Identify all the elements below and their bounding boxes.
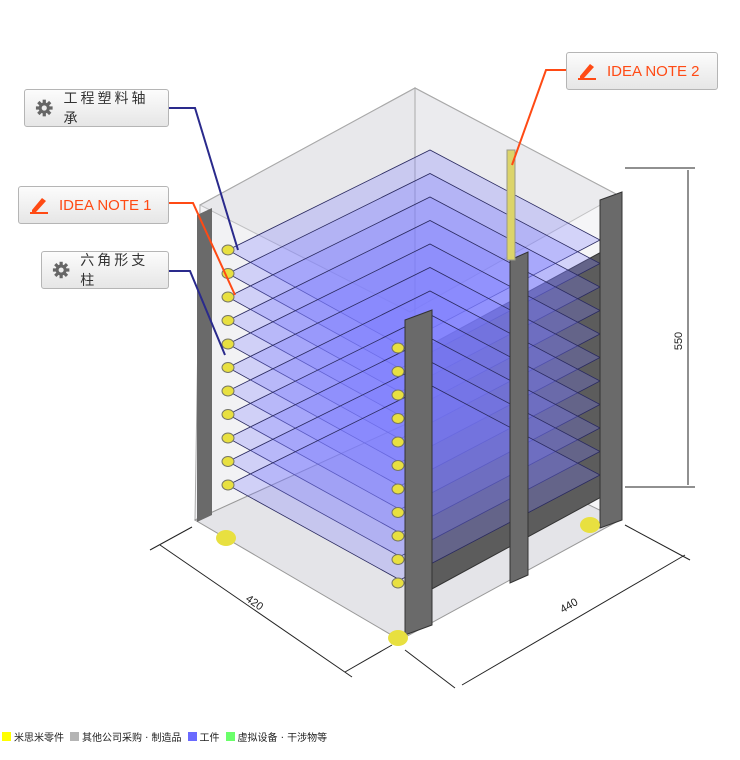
foot-left — [216, 530, 236, 546]
dimension-lines — [149, 167, 695, 689]
legend-item: 虚拟设备 · 干涉物等 — [225, 729, 328, 744]
legend-label: 米思米零件 — [14, 733, 64, 744]
callout-idea-note-1[interactable]: IDEA NOTE 1 — [18, 186, 169, 224]
legend-swatch — [187, 732, 197, 741]
bearing-roller — [391, 554, 405, 565]
bearing-roller — [391, 436, 405, 448]
bearing-roller — [221, 291, 235, 303]
bearing-roller — [391, 366, 405, 377]
callout-label: 工程塑料轴承 — [63, 91, 149, 127]
legend-item: 工件 — [187, 729, 220, 744]
callout-bearing[interactable]: 工程塑料轴承 — [24, 89, 169, 127]
rear-upright — [599, 191, 623, 529]
bearing-roller — [391, 483, 405, 495]
bearing-roller — [221, 479, 235, 491]
bearing-roller — [221, 385, 235, 397]
bearing-roller — [391, 577, 405, 589]
bearing-roller — [221, 362, 235, 373]
callout-hex-post[interactable]: 六角形支柱 — [41, 251, 169, 289]
dimension-height: 550 — [673, 331, 686, 351]
legend-label: 虚拟设备 · 干涉物等 — [237, 733, 328, 744]
gear-icon — [35, 99, 53, 117]
gear-icon — [52, 261, 70, 279]
callout-idea-note-2[interactable]: IDEA NOTE 2 — [566, 52, 718, 90]
legend: 米思米零件 其他公司采购 · 制造品 工件 虚拟设备 · 干涉物等 — [2, 729, 333, 744]
leader-line — [511, 69, 566, 166]
middle-upright — [509, 251, 529, 584]
legend-item: 其他公司采购 · 制造品 — [70, 729, 182, 744]
callout-label: IDEA NOTE 2 — [607, 62, 700, 80]
bearing-roller — [391, 389, 405, 401]
pencil-icon — [578, 64, 596, 80]
callout-label: 六角形支柱 — [80, 253, 149, 289]
legend-swatch — [225, 732, 235, 741]
leader-line — [168, 202, 236, 296]
legend-label: 其他公司采购 · 制造品 — [82, 733, 182, 744]
left-rail — [197, 208, 212, 522]
bearing-roller — [391, 460, 405, 471]
legend-item: 米思米零件 — [2, 729, 64, 744]
legend-swatch — [2, 732, 11, 741]
front-upright — [404, 309, 433, 636]
bearing-roller — [221, 338, 235, 350]
bearing-roller — [391, 530, 405, 542]
bearing-roller — [221, 244, 235, 256]
hex-post — [506, 149, 516, 261]
leader-line — [168, 270, 226, 356]
callout-label: IDEA NOTE 1 — [59, 196, 152, 214]
legend-swatch — [70, 732, 79, 741]
bearing-roller — [391, 413, 405, 424]
bearing-roller — [221, 315, 235, 326]
bearing-roller — [221, 456, 235, 467]
leader-line — [168, 107, 239, 251]
bearing-roller — [391, 507, 405, 518]
bearing-roller — [391, 342, 405, 354]
bearing-roller — [221, 432, 235, 444]
legend-label: 工件 — [199, 733, 220, 744]
bearing-roller — [221, 409, 235, 420]
bolt-column — [221, 244, 405, 589]
foot-front — [388, 630, 408, 646]
pencil-icon — [30, 198, 48, 214]
foot-right — [580, 517, 600, 533]
